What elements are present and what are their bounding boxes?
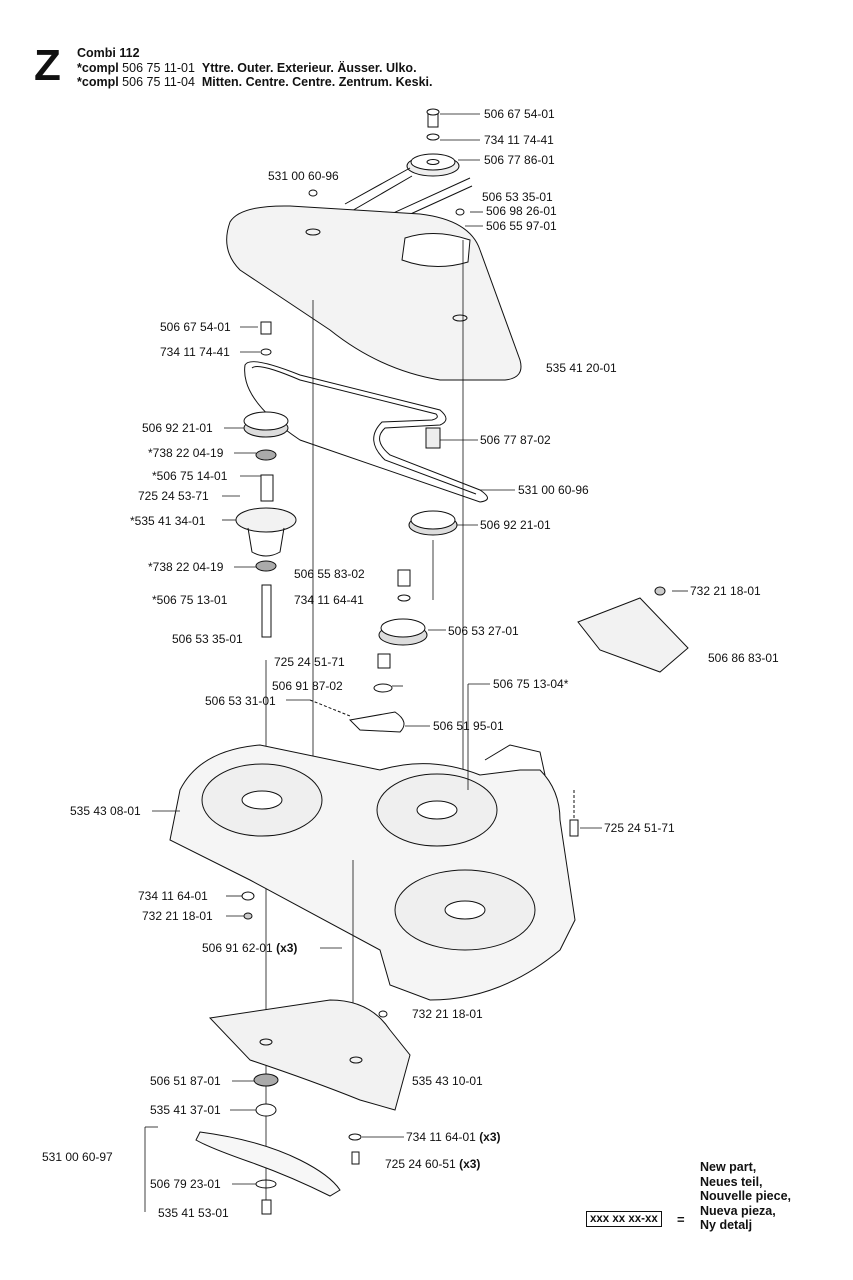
part-label: 506 67 54-01 [160, 320, 231, 334]
blade-assembly [144, 1073, 362, 1215]
section-letter: Z [34, 41, 61, 90]
legend-line: Ny detalj [700, 1218, 753, 1232]
quantity: (x3) [276, 941, 298, 955]
part-label: 506 55 97-01 [486, 219, 557, 233]
variant-2-prefix: *compl [77, 75, 119, 89]
variant-2-number: 506 75 11-04 [122, 75, 195, 89]
part-label: 725 24 51-71 [604, 821, 675, 835]
part-label: 506 77 87-02 [480, 433, 551, 447]
part-label: 734 11 74-41 [484, 133, 554, 147]
part-label: 734 11 74-41 [160, 345, 230, 359]
part-label: 535 41 53-01 [158, 1206, 229, 1220]
part-label: 732 21 18-01 [142, 909, 213, 923]
legend-line: Neues teil, [700, 1174, 763, 1189]
quantity: (x3) [459, 1157, 481, 1171]
part-number: 725 24 60-51 [385, 1157, 456, 1171]
part-label: 506 53 31-01 [205, 694, 276, 708]
blade-guard-plate [208, 999, 411, 1111]
part-label: 506 53 27-01 [448, 624, 519, 638]
part-label: 725 24 53-71 [138, 489, 209, 503]
mower-deck [169, 744, 579, 1070]
part-label: 506 53 35-01 [172, 632, 243, 646]
part-label: *535 41 34-01 [130, 514, 206, 528]
legend-equals: = [677, 1212, 685, 1227]
part-label: 506 79 23-01 [150, 1177, 221, 1191]
part-label: 734 11 64-41 [294, 593, 364, 607]
part-label: 506 98 26-01 [486, 204, 557, 218]
model-title: Combi 112 [77, 46, 140, 60]
legend-new-part: New part, Neues teil, Nouvelle piece, Nu… [700, 1160, 791, 1233]
part-label: 506 86 83-01 [708, 651, 779, 665]
part-label: *506 75 14-01 [152, 469, 228, 483]
part-label-qty: 725 24 60-51 (x3) [385, 1157, 480, 1171]
part-label: 732 21 18-01 [412, 1007, 483, 1021]
part-label: 506 92 21-01 [142, 421, 213, 435]
tensioner-assembly [309, 569, 428, 733]
part-label: 732 21 18-01 [690, 584, 761, 598]
variant-1-desc: Yttre. Outer. Exterieur. Äusser. Ulko. [201, 61, 417, 75]
mounting-bracket [577, 586, 689, 673]
part-label: 535 41 37-01 [150, 1103, 221, 1117]
legend-part-format-box: xxx xx xx-xx [586, 1211, 662, 1227]
belt-cover-plate [226, 205, 522, 381]
part-label: 531 00 60-97 [42, 1150, 113, 1164]
legend-line: New part, [700, 1160, 757, 1174]
leader-lines [152, 113, 688, 1185]
part-label: 725 24 51-71 [274, 655, 345, 669]
left-spindle-stack [235, 321, 297, 1200]
part-label-qty: 506 91 62-01 (x3) [202, 941, 297, 955]
variant-1-number: 506 75 11-01 [122, 61, 195, 75]
legend-line: Nueva pieza, [700, 1203, 776, 1218]
top-pulley-assembly [308, 108, 473, 228]
part-label: 734 11 64-01 [138, 889, 208, 903]
part-label: *506 75 13-01 [152, 593, 228, 607]
variant-line-1: *compl 506 75 11-01 Yttre. Outer. Exteri… [77, 61, 417, 75]
part-label: 535 43 10-01 [412, 1074, 483, 1088]
part-label: 506 51 95-01 [433, 719, 504, 733]
part-label-qty: 734 11 64-01 (x3) [406, 1130, 501, 1144]
variant-2-desc: Mitten. Centre. Centre. Zentrum. Keski. [201, 75, 433, 89]
part-label: 531 00 60-96 [268, 169, 339, 183]
part-number: 734 11 64-01 [406, 1130, 476, 1144]
part-label: 535 41 20-01 [546, 361, 617, 375]
model-name: Combi 112 [77, 46, 140, 60]
part-label: 506 77 86-01 [484, 153, 555, 167]
part-label: *738 22 04-19 [148, 446, 224, 460]
part-label: 506 92 21-01 [480, 518, 551, 532]
legend-line: Nouvelle piece, [700, 1189, 792, 1203]
part-label: *738 22 04-19 [148, 560, 224, 574]
quantity: (x3) [479, 1130, 501, 1144]
part-label: 506 91 87-02 [272, 679, 343, 693]
part-label: 506 67 54-01 [484, 107, 555, 121]
part-label: 506 53 35-01 [482, 190, 553, 204]
part-label: 531 00 60-96 [518, 483, 589, 497]
part-number: 506 91 62-01 [202, 941, 273, 955]
part-label: 506 51 87-01 [150, 1074, 221, 1088]
part-label: 535 43 08-01 [70, 804, 141, 818]
variant-1-prefix: *compl [77, 61, 119, 75]
part-label: 506 75 13-04* [493, 677, 569, 691]
variant-line-2: *compl 506 75 11-04 Mitten. Centre. Cent… [77, 75, 432, 89]
part-label: 506 55 83-02 [294, 567, 365, 581]
